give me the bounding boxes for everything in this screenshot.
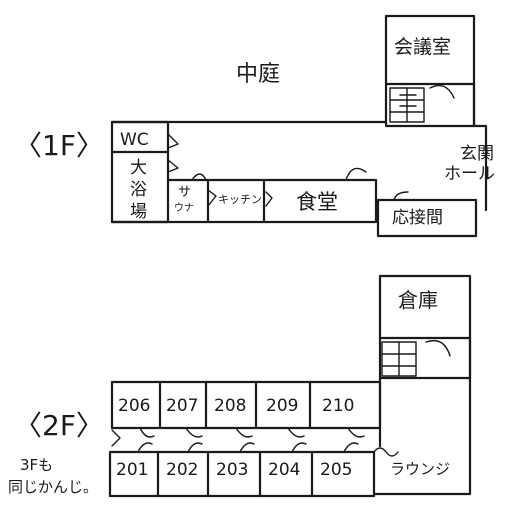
note-line-1: 3Fも xyxy=(20,456,54,474)
door-swing xyxy=(345,167,367,181)
bottom-rooms-wall xyxy=(110,178,378,224)
door-swing xyxy=(287,427,305,438)
storage-outline xyxy=(378,274,472,380)
door-swing xyxy=(291,442,307,453)
room-207: 207 xyxy=(166,396,199,416)
conference-room-outline xyxy=(384,14,476,128)
door-swing xyxy=(235,427,253,438)
bath-label-1: 大 xyxy=(130,158,147,178)
room-204: 204 xyxy=(268,460,301,480)
door-swing xyxy=(167,159,179,173)
entrance-hall-label-2: ホール xyxy=(444,164,495,184)
floor1-stairs xyxy=(389,87,425,123)
floor2-heading: 〈2F〉 xyxy=(14,409,104,442)
room-202: 202 xyxy=(166,460,199,480)
bath-label-3: 場 xyxy=(130,202,147,222)
room-209: 209 xyxy=(266,396,299,416)
floor2-doors xyxy=(111,339,451,453)
floor2-walls xyxy=(108,274,472,498)
wc-label: WC xyxy=(120,130,149,150)
sauna-label-2: ウナ xyxy=(174,203,194,214)
door-swing xyxy=(167,133,179,149)
rooms-bottom-outline xyxy=(108,450,376,498)
door-swing xyxy=(139,427,155,438)
kitchen-label: キッチン xyxy=(218,193,262,206)
door-swing xyxy=(347,427,365,438)
bath-label-2: 浴 xyxy=(130,180,147,200)
door-swing xyxy=(111,429,121,447)
room-203: 203 xyxy=(216,460,249,480)
sauna-label-1: サ xyxy=(178,185,192,200)
reception-label: 応接間 xyxy=(392,208,443,228)
room-205: 205 xyxy=(320,460,353,480)
door-swing xyxy=(429,84,455,99)
door-swing xyxy=(207,189,217,207)
door-swing xyxy=(393,191,409,201)
room-201: 201 xyxy=(116,460,149,480)
door-swing xyxy=(425,339,451,357)
room-210: 210 xyxy=(322,396,355,416)
lounge-label: ラウンジ xyxy=(390,460,451,478)
reception-outline xyxy=(376,198,478,238)
conference-room-label: 会議室 xyxy=(394,36,452,58)
note-line-2: 同じかんじ。 xyxy=(8,478,99,496)
door-swing xyxy=(265,191,273,207)
entrance-hall-label-1: 玄関 xyxy=(460,144,494,164)
floor1-heading: 〈1F〉 xyxy=(14,129,104,162)
hall-right-wall xyxy=(472,82,488,212)
rooms-top-outline xyxy=(110,380,382,430)
door-swing xyxy=(343,442,359,453)
door-swing xyxy=(239,442,255,453)
room-206: 206 xyxy=(118,396,151,416)
floor2-stairs xyxy=(381,341,417,377)
storage-label: 倉庫 xyxy=(398,288,438,312)
door-swing xyxy=(137,442,153,453)
courtyard-label: 中庭 xyxy=(236,62,281,87)
floor1-walls xyxy=(110,14,488,238)
floor1-doors xyxy=(167,84,455,207)
room-208: 208 xyxy=(214,396,247,416)
corridor-mark xyxy=(373,447,399,457)
door-swing xyxy=(185,427,203,438)
dining-label: 食堂 xyxy=(296,190,338,214)
door-swing xyxy=(191,173,207,181)
lounge-right-wall xyxy=(372,336,472,496)
door-swing xyxy=(187,442,203,453)
